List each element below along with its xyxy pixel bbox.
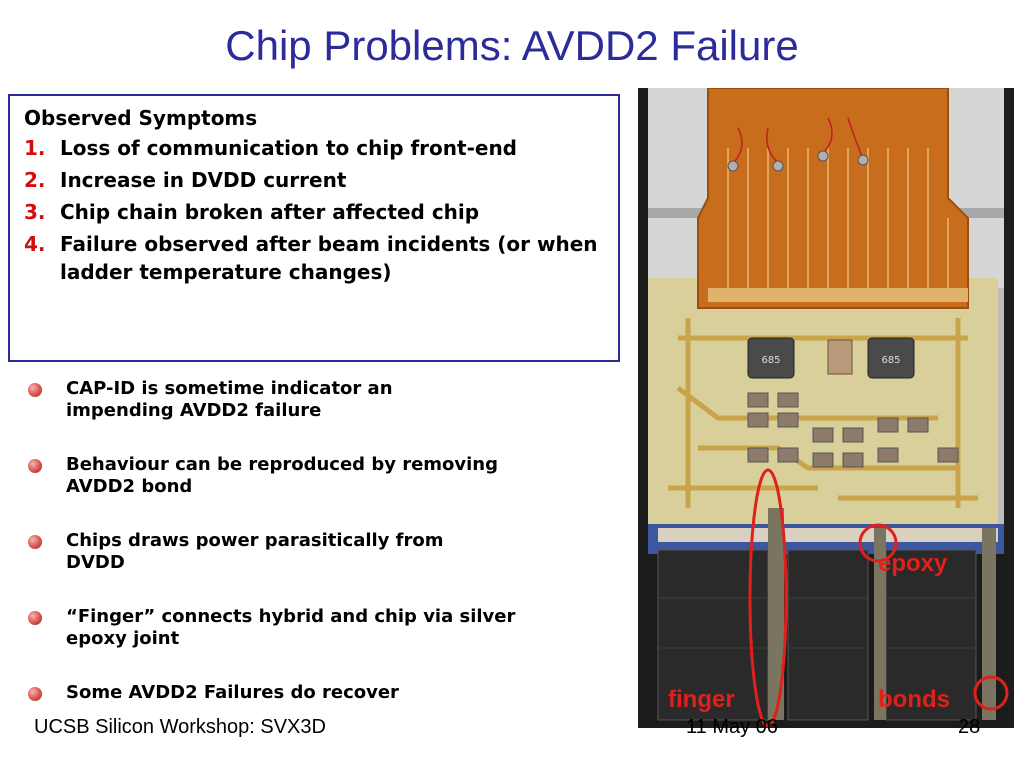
bullet-item: Chips draws power parasitically from DVD… — [28, 530, 628, 574]
finger-highlight — [748, 468, 788, 728]
symptom-text: Chip chain broken after affected chip — [60, 200, 480, 224]
symptom-number: 2. — [24, 168, 46, 192]
bullet-text: CAP-ID is sometime indicator an impendin… — [66, 378, 393, 421]
epoxy-highlight — [858, 523, 898, 563]
bullet-text: “Finger” connects hybrid and chip via si… — [66, 606, 516, 649]
symptoms-box: Observed Symptoms 1. Loss of communicatio… — [8, 94, 620, 362]
bullet-item: “Finger” connects hybrid and chip via si… — [28, 606, 628, 650]
bullet-text: Some AVDD2 Failures do recover — [66, 682, 399, 703]
symptoms-heading: Observed Symptoms — [24, 106, 258, 130]
bullet-item: CAP-ID is sometime indicator an impendin… — [28, 378, 628, 422]
symptom-number: 4. — [24, 232, 46, 256]
symptoms-list: 1. Loss of communication to chip front-en… — [24, 134, 608, 286]
bonds-highlight — [973, 675, 1009, 711]
bullet-dot-icon — [28, 383, 42, 397]
bullet-dot-icon — [28, 687, 42, 701]
bullet-item: Some AVDD2 Failures do recover — [28, 682, 628, 704]
symptom-text: Increase in DVDD current — [60, 168, 347, 192]
symptom-item: 4. Failure observed after beam incidents … — [24, 230, 608, 286]
bullet-text: Chips draws power parasitically from DVD… — [66, 530, 444, 573]
bullet-dot-icon — [28, 611, 42, 625]
hybrid-photo: 685 685 epoxy — [638, 87, 1014, 728]
inductor-marking: 685 — [761, 355, 780, 366]
bullet-dot-icon — [28, 535, 42, 549]
symptom-item: 3. Chip chain broken after affected chip — [24, 198, 608, 226]
symptom-number: 3. — [24, 200, 46, 224]
bullet-text: Behaviour can be reproduced by removing … — [66, 454, 499, 497]
symptom-item: 1. Loss of communication to chip front-en… — [24, 134, 608, 162]
bullet-list: CAP-ID is sometime indicator an impendin… — [28, 378, 628, 736]
bonds-label: bonds — [878, 686, 950, 713]
footer-page-number: 28 — [958, 716, 981, 738]
bullet-dot-icon — [28, 459, 42, 473]
symptom-text: Loss of communication to chip front-end — [60, 136, 517, 160]
symptom-item: 2. Increase in DVDD current — [24, 166, 608, 194]
footer-left: UCSB Silicon Workshop: SVX3D — [34, 716, 326, 738]
finger-label: finger — [668, 686, 735, 713]
inductor-marking: 685 — [881, 355, 900, 366]
symptom-text: Failure observed after beam incidents (o… — [60, 232, 598, 284]
symptom-number: 1. — [24, 136, 46, 160]
bullet-item: Behaviour can be reproduced by removing … — [28, 454, 628, 498]
epoxy-label: epoxy — [878, 550, 948, 577]
slide-title: Chip Problems: AVDD2 Failure — [225, 22, 799, 69]
footer-date: 11 May 06 — [686, 716, 778, 738]
